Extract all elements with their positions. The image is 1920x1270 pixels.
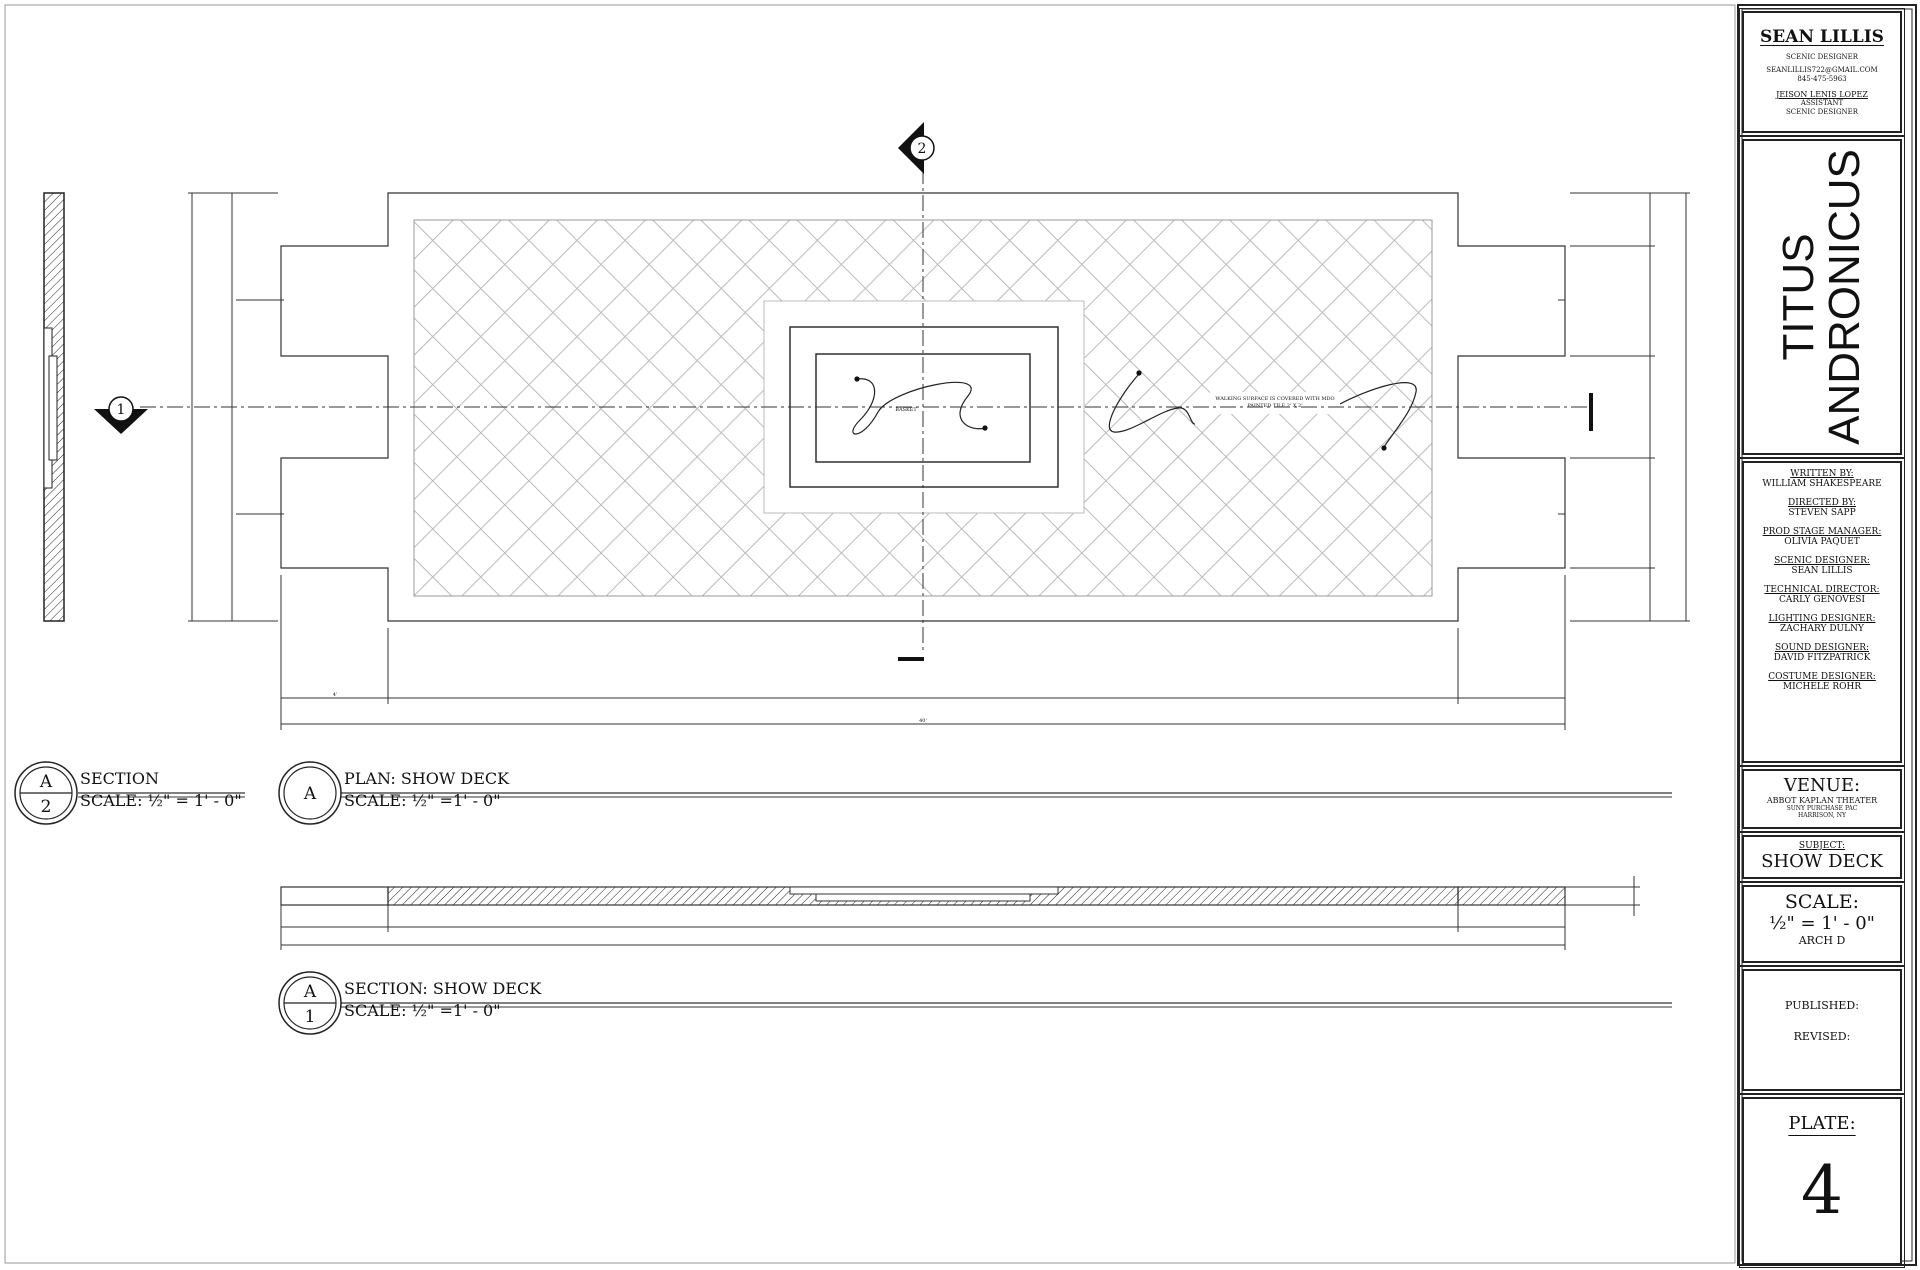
subject-box: SUBJECT: SHOW DECK	[1739, 832, 1905, 882]
view-bubble-section-1: A 1	[278, 971, 342, 1035]
designer-name: SEAN LILLIS	[1760, 27, 1884, 47]
view-bubble-section-2: A 2	[14, 761, 78, 825]
credit-name: CARLY GENOVESI	[1778, 595, 1865, 605]
credit-item: DIRECTED BY:STEVEN SAPP	[1744, 498, 1900, 518]
center-lines	[140, 168, 1590, 650]
section-show-deck	[280, 876, 1640, 950]
credits-box: WRITTEN BY:WILLIAM SHAKESPEARE DIRECTED …	[1739, 458, 1905, 766]
scale-label: SCALE:	[1784, 891, 1860, 913]
credit-item: TECHNICAL DIRECTOR:CARLY GENOVESI	[1744, 585, 1900, 605]
basket-label-bg	[876, 400, 936, 417]
view-label-plan: PLAN: SHOW DECK SCALE: ½" =1' - 0"	[344, 768, 509, 812]
credit-item: WRITTEN BY:WILLIAM SHAKESPEARE	[1744, 469, 1900, 489]
credit-item: COSTUME DESIGNER:MICHELE ROHR	[1744, 672, 1900, 692]
show-title: TITUS ANDRONICUS	[1774, 149, 1869, 445]
svg-text:40': 40'	[919, 718, 927, 724]
credit-name: DAVID FITZPATRICK	[1773, 653, 1871, 663]
view-scale: SCALE: ½" = 1' - 0"	[80, 791, 242, 810]
svg-text:2: 2	[918, 141, 927, 157]
subject-label: SUBJECT:	[1798, 841, 1846, 851]
basket-label: BASKET	[895, 407, 917, 413]
credit-name: OLIVIA PAQUET	[1784, 537, 1860, 547]
walking-note: WALKING SURFACE IS COVERED WITH MDO	[1215, 396, 1334, 402]
credit-item: PROD STAGE MANAGER:OLIVIA PAQUET	[1744, 527, 1900, 547]
assistant-role: ASSISTANT	[1800, 99, 1844, 107]
credit-item: SOUND DESIGNER:DAVID FITZPATRICK	[1744, 643, 1900, 663]
designer-box: SEAN LILLIS SCENIC DESIGNER SEANLILLIS72…	[1739, 8, 1905, 136]
venue-box: VENUE: ABBOT KAPLAN THEATER SUNY PURCHAS…	[1739, 766, 1905, 832]
plan-dimensions	[188, 192, 1690, 730]
plate-box: PLATE: 4	[1739, 1094, 1905, 1268]
revised-label: REVISED:	[1793, 1030, 1851, 1043]
plate-label: PLATE:	[1788, 1113, 1856, 1134]
credit-name: STEVEN SAPP	[1788, 508, 1856, 518]
credit-name: MICHELE ROHR	[1782, 682, 1862, 692]
venue-name: ABBOT KAPLAN THEATER	[1766, 796, 1878, 805]
credit-name: WILLIAM SHAKESPEARE	[1762, 479, 1882, 489]
svg-text:1: 1	[305, 1007, 316, 1027]
view-title: SECTION: SHOW DECK	[344, 979, 542, 998]
credit-role: LIGHTING DESIGNER:	[1768, 614, 1876, 624]
svg-text:A: A	[303, 784, 317, 804]
cut-marker-2: 2	[898, 122, 935, 174]
credit-item: LIGHTING DESIGNER:ZACHARY DULNY	[1744, 614, 1900, 634]
scale-box: SCALE: ½" = 1' - 0" ARCH D	[1739, 882, 1905, 966]
published-label: PUBLISHED:	[1785, 999, 1859, 1012]
assistant-role-2: SCENIC DESIGNER	[1785, 108, 1859, 116]
designer-email: SEANLILLIS722@GMAIL.COM	[1766, 66, 1878, 74]
view-bubble-plan: A	[278, 761, 342, 825]
show-title-line-2: ANDRONICUS	[1820, 149, 1869, 445]
paper-size: ARCH D	[1798, 934, 1846, 947]
credit-role: COSTUME DESIGNER:	[1768, 672, 1876, 682]
credit-role: DIRECTED BY:	[1788, 498, 1856, 508]
note-bg	[1210, 392, 1340, 414]
show-title-line-1: TITUS	[1774, 233, 1823, 361]
svg-text:A: A	[39, 772, 53, 792]
publish-box: PUBLISHED: REVISED:	[1739, 966, 1905, 1094]
svg-text:1: 1	[117, 402, 126, 418]
svg-text:2: 2	[41, 797, 52, 817]
venue-line-3: HARRISON, NY	[1798, 812, 1846, 819]
credit-name: ZACHARY DULNY	[1780, 624, 1864, 634]
view-scale: SCALE: ½" =1' - 0"	[344, 1001, 501, 1020]
plan-show-deck	[280, 192, 1566, 622]
view-label-section-2: SECTION SCALE: ½" = 1' - 0"	[80, 768, 242, 812]
credit-item: SCENIC DESIGNER:SEAN LILLIS	[1744, 556, 1900, 576]
view-title: PLAN: SHOW DECK	[344, 769, 510, 788]
credit-role: TECHNICAL DIRECTOR:	[1764, 585, 1880, 595]
credit-name: SEAN LILLIS	[1791, 566, 1853, 576]
walking-note-2: PAINTED TILE 2' X 2'	[1247, 403, 1302, 409]
credit-role: SOUND DESIGNER:	[1774, 643, 1870, 653]
title-block: SEAN LILLIS SCENIC DESIGNER SEANLILLIS72…	[1736, 5, 1914, 1268]
title-block-frame	[1737, 4, 1917, 1266]
section-2-view	[43, 192, 65, 622]
cut-marker-1: 1	[94, 396, 148, 434]
credit-role: SCENIC DESIGNER:	[1774, 556, 1870, 566]
credit-role: PROD STAGE MANAGER:	[1762, 527, 1882, 537]
view-scale: SCALE: ½" =1' - 0"	[344, 791, 501, 810]
show-title-box: TITUS ANDRONICUS	[1739, 136, 1905, 458]
designer-phone: 845-475-5963	[1797, 75, 1847, 83]
view-title: SECTION	[80, 769, 159, 788]
scale-value: ½" = 1' - 0"	[1769, 913, 1875, 934]
view-label-section-1: SECTION: SHOW DECK SCALE: ½" =1' - 0"	[344, 978, 541, 1022]
svg-text:4': 4'	[333, 692, 338, 698]
subject-value: SHOW DECK	[1761, 851, 1883, 872]
venue-label: VENUE:	[1783, 775, 1861, 796]
venue-line-2: SUNY PURCHASE PAC	[1786, 805, 1858, 812]
credit-role: WRITTEN BY:	[1790, 469, 1854, 479]
plate-number: 4	[1801, 1152, 1843, 1229]
assistant-name: JEISON LENIS LOPEZ	[1776, 90, 1868, 99]
sheet-border	[4, 4, 1736, 1264]
svg-text:A: A	[303, 982, 317, 1002]
designer-role: SCENIC DESIGNER	[1785, 53, 1859, 61]
